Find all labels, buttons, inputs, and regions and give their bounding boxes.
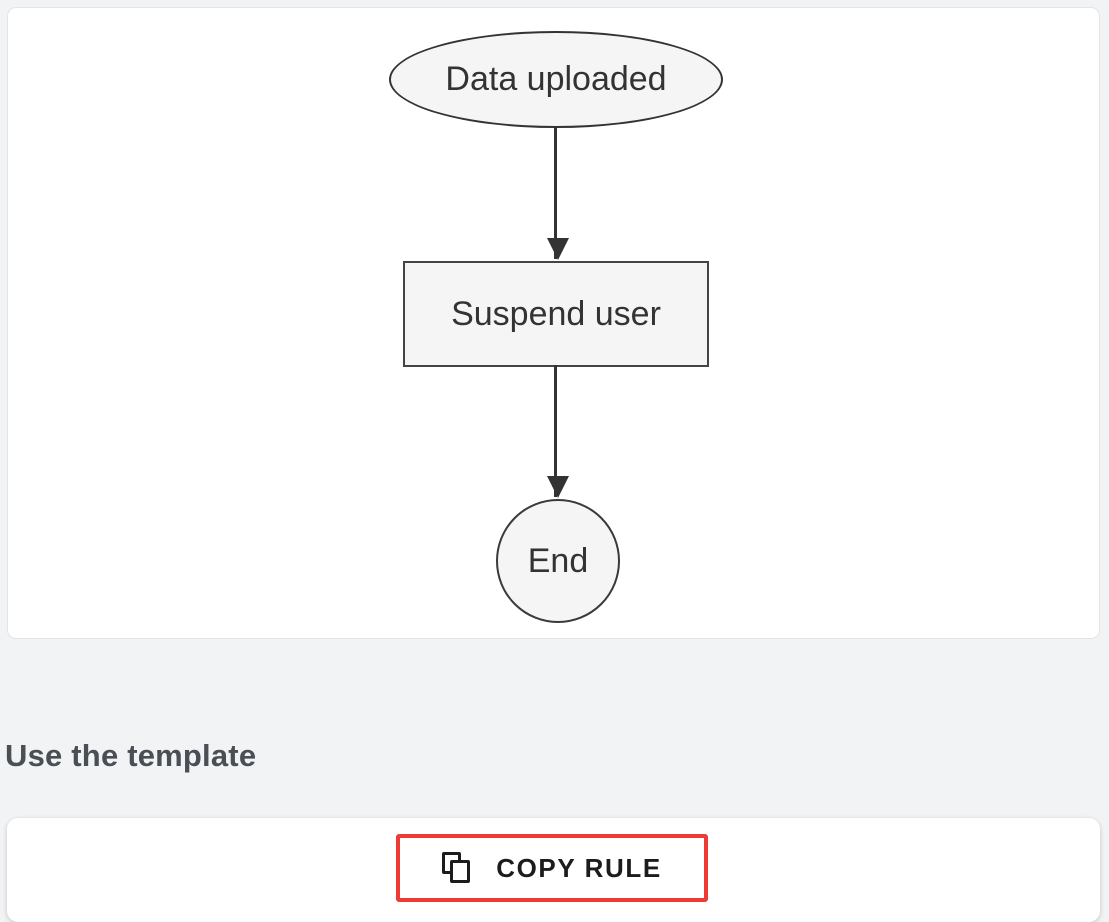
template-action-card: COPY RULE [7, 818, 1100, 922]
copy-icon-front-sheet [450, 860, 471, 883]
copy-rule-button-label: COPY RULE [496, 852, 662, 883]
flow-node-process[interactable]: Suspend user [403, 261, 709, 367]
flow-node-start[interactable]: Data uploaded [389, 31, 723, 128]
flow-arrow-start-to-process [547, 126, 569, 260]
flowchart-card: Data uploaded Suspend user End [7, 7, 1100, 639]
flow-node-end-label: End [527, 541, 589, 580]
flow-node-process-label: Suspend user [451, 294, 661, 333]
flow-arrow-process-to-end [547, 365, 569, 498]
copy-rule-button[interactable]: COPY RULE [396, 834, 708, 902]
flow-node-start-label: Data uploaded [445, 60, 667, 98]
flowchart: Data uploaded Suspend user End [8, 8, 1099, 638]
copy-icon [442, 852, 472, 884]
use-the-template-heading: Use the template [5, 738, 257, 773]
flow-node-end[interactable]: End [496, 499, 620, 623]
